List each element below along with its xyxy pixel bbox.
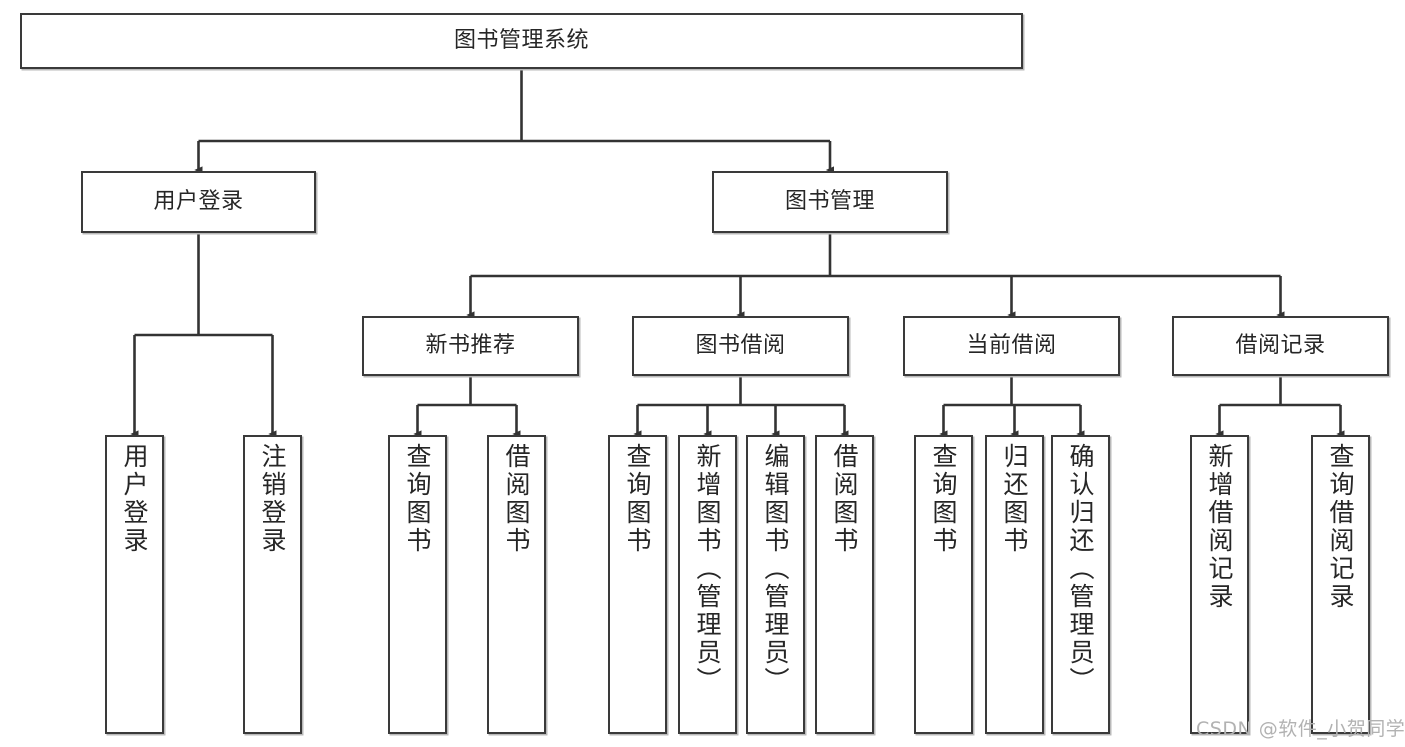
node-user-login[interactable]: 用户登录 bbox=[81, 171, 316, 233]
node-label: 注销登录 bbox=[258, 443, 287, 555]
node-leaf-confirm-return[interactable]: 确认归还（管理员） bbox=[1051, 435, 1110, 734]
node-label: 借阅图书 bbox=[502, 443, 531, 555]
node-leaf-return-book[interactable]: 归还图书 bbox=[985, 435, 1044, 734]
node-leaf-logout[interactable]: 注销登录 bbox=[243, 435, 302, 734]
node-leaf-borrow-book[interactable]: 借阅图书 bbox=[815, 435, 874, 734]
node-label: 确认归还（管理员） bbox=[1066, 443, 1095, 695]
node-leaf-query-book-rec[interactable]: 查询图书 bbox=[388, 435, 447, 734]
node-label: 编辑图书（管理员） bbox=[761, 443, 790, 695]
node-leaf-query-book-borrow[interactable]: 查询图书 bbox=[608, 435, 667, 734]
node-label: 新增图书（管理员） bbox=[693, 443, 722, 695]
node-label: 新增借阅记录 bbox=[1205, 443, 1234, 611]
node-new-book-rec[interactable]: 新书推荐 bbox=[362, 316, 579, 376]
node-label: 图书管理系统 bbox=[453, 28, 589, 54]
node-label: 查询借阅记录 bbox=[1326, 443, 1355, 611]
node-leaf-add-book[interactable]: 新增图书（管理员） bbox=[678, 435, 737, 734]
node-label: 用户登录 bbox=[120, 443, 149, 555]
node-book-borrow[interactable]: 图书借阅 bbox=[632, 316, 849, 376]
node-leaf-user-login[interactable]: 用户登录 bbox=[105, 435, 164, 734]
node-label: 查询图书 bbox=[929, 443, 958, 555]
node-root[interactable]: 图书管理系统 bbox=[20, 13, 1023, 69]
node-leaf-query-record[interactable]: 查询借阅记录 bbox=[1311, 435, 1370, 734]
node-label: 借阅图书 bbox=[830, 443, 859, 555]
connector-group bbox=[130, 69, 1345, 438]
node-label: 图书管理 bbox=[784, 189, 875, 215]
node-borrow-record[interactable]: 借阅记录 bbox=[1172, 316, 1389, 376]
node-leaf-add-record[interactable]: 新增借阅记录 bbox=[1190, 435, 1249, 734]
node-leaf-borrow-book-rec[interactable]: 借阅图书 bbox=[487, 435, 546, 734]
node-current-borrow[interactable]: 当前借阅 bbox=[903, 316, 1120, 376]
node-label: 查询图书 bbox=[403, 443, 432, 555]
node-book-manage[interactable]: 图书管理 bbox=[712, 171, 948, 233]
node-label: 归还图书 bbox=[1000, 443, 1029, 555]
node-leaf-query-book-current[interactable]: 查询图书 bbox=[914, 435, 973, 734]
node-label: 当前借阅 bbox=[966, 333, 1057, 359]
node-label: 查询图书 bbox=[623, 443, 652, 555]
node-label: 新书推荐 bbox=[425, 333, 516, 359]
node-label: 用户登录 bbox=[153, 189, 244, 215]
node-leaf-edit-book[interactable]: 编辑图书（管理员） bbox=[746, 435, 805, 734]
node-label: 借阅记录 bbox=[1235, 333, 1326, 359]
node-label: 图书借阅 bbox=[695, 333, 786, 359]
